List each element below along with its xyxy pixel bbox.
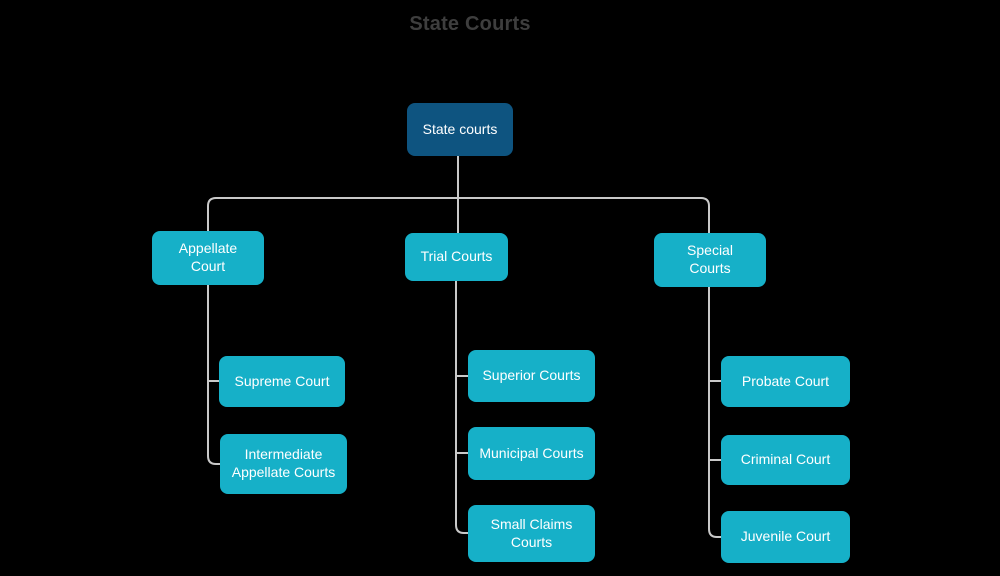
node-special-courts-label: Special Courts — [687, 242, 733, 276]
node-intermediate-appellate-courts-label: Intermediate Appellate Courts — [231, 446, 336, 480]
node-small-claims-courts-label: Small Claims Courts — [490, 515, 573, 550]
node-special-courts[interactable]: Special Courts — [654, 233, 766, 287]
node-superior-courts-label: Superior Courts — [482, 367, 581, 384]
diagram-title: State Courts — [409, 13, 531, 35]
connector-special-spine — [708, 287, 721, 538]
node-probate-court-label: Probate Court — [741, 372, 830, 389]
node-trial-courts-label: Trial Courts — [420, 248, 493, 265]
node-state-courts-label: State courts — [422, 120, 498, 137]
node-appellate-court[interactable]: Appellate Court — [152, 231, 264, 285]
node-juvenile-court-label: Juvenile Court — [740, 528, 831, 545]
node-criminal-court-label: Criminal Court — [740, 451, 831, 468]
node-superior-courts[interactable]: Superior Courts — [468, 350, 595, 402]
node-state-courts[interactable]: State courts — [407, 103, 513, 156]
node-municipal-courts[interactable]: Municipal Courts — [468, 427, 595, 480]
node-criminal-court[interactable]: Criminal Court — [721, 435, 850, 485]
node-trial-courts[interactable]: Trial Courts — [405, 233, 508, 281]
node-supreme-court[interactable]: Supreme Court — [219, 356, 345, 407]
node-appellate-court-label: Appellate Court — [178, 240, 238, 274]
node-probate-court[interactable]: Probate Court — [721, 356, 850, 407]
connector-appellate-spine — [207, 285, 220, 465]
connector-rail — [207, 197, 710, 233]
connector-trial-spine — [455, 281, 468, 534]
node-municipal-courts-label: Municipal Courts — [479, 444, 584, 461]
node-juvenile-court[interactable]: Juvenile Court — [721, 511, 850, 563]
node-small-claims-courts[interactable]: Small Claims Courts — [468, 505, 595, 562]
node-supreme-court-label: Supreme Court — [234, 372, 330, 389]
node-intermediate-appellate-courts[interactable]: Intermediate Appellate Courts — [220, 434, 347, 494]
